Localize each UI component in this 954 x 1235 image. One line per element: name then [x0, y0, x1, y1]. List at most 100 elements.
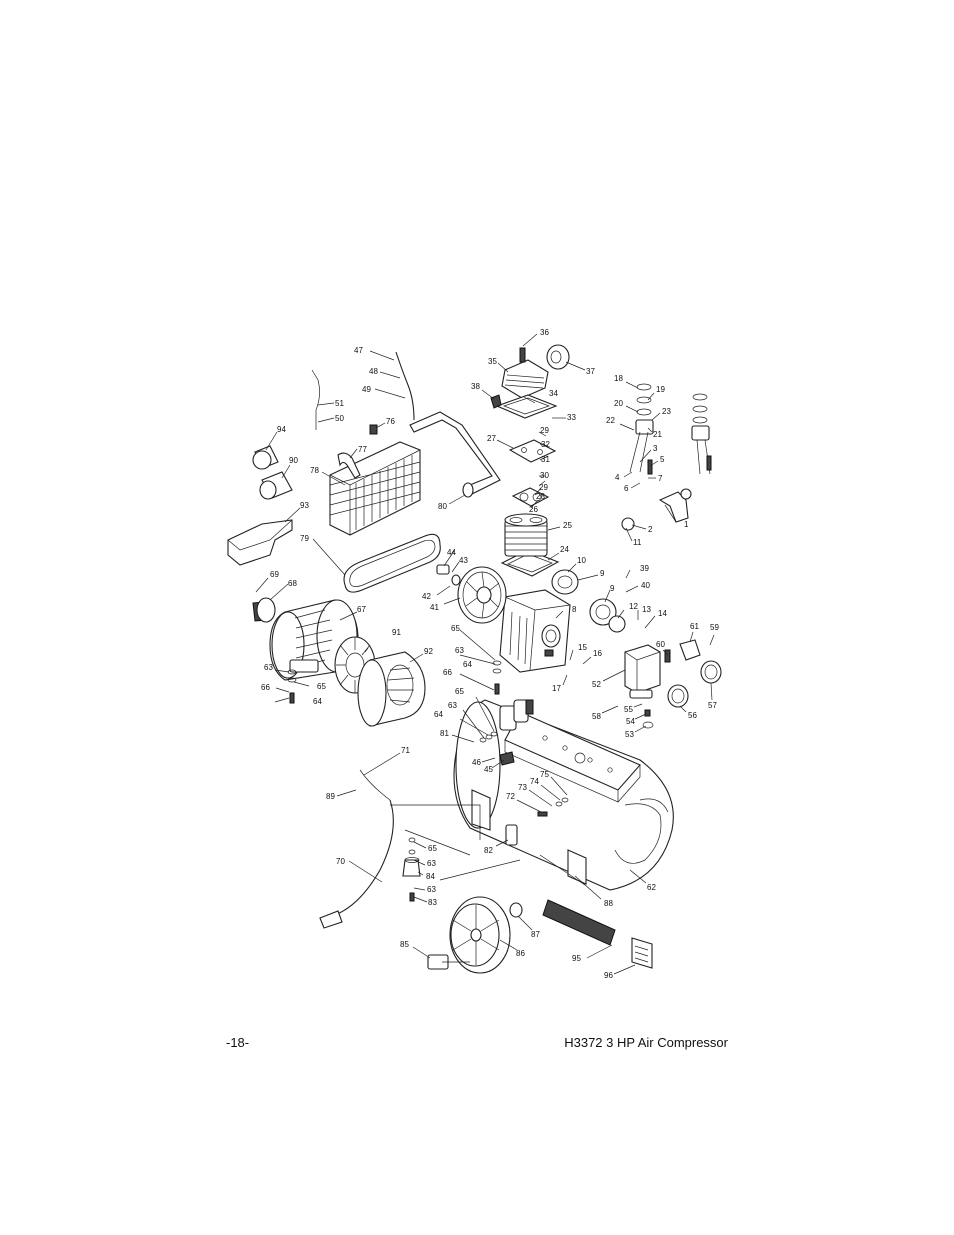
callout-3: 3 — [653, 444, 658, 453]
callout-85: 85 — [400, 940, 409, 949]
callout-5: 5 — [660, 455, 665, 464]
callout-40: 40 — [641, 581, 650, 590]
callout-68: 68 — [288, 579, 297, 588]
callout-65-motor: 65 — [317, 682, 326, 691]
callout-78: 78 — [310, 466, 319, 475]
callout-4: 4 — [615, 473, 620, 482]
callout-82: 82 — [484, 846, 493, 855]
callout-90: 90 — [289, 456, 298, 465]
callout-19: 19 — [656, 385, 665, 394]
callout-93: 93 — [300, 501, 309, 510]
callout-64-motor: 64 — [313, 697, 322, 706]
callout-72: 72 — [506, 792, 515, 801]
callout-75: 75 — [540, 770, 549, 779]
callout-38: 38 — [471, 382, 480, 391]
callout-22: 22 — [606, 416, 615, 425]
callout-30: 30 — [540, 471, 549, 480]
callout-71: 71 — [401, 746, 410, 755]
callout-44: 44 — [447, 548, 456, 557]
callout-7: 7 — [658, 474, 663, 483]
callout-81: 81 — [440, 729, 449, 738]
callout-87: 87 — [531, 930, 540, 939]
callout-66-pump: 66 — [443, 668, 452, 677]
callout-32: 32 — [541, 440, 550, 449]
callout-89: 89 — [326, 792, 335, 801]
callout-66-motor: 66 — [261, 683, 270, 692]
callout-65-foot: 65 — [428, 844, 437, 853]
callout-8: 8 — [572, 605, 577, 614]
callout-18: 18 — [614, 374, 623, 383]
callout-2: 2 — [648, 525, 653, 534]
callout-48: 48 — [369, 367, 378, 376]
callout-76: 76 — [386, 417, 395, 426]
callout-92: 92 — [424, 647, 433, 656]
assembly-lines — [390, 804, 586, 886]
power-cord — [319, 769, 394, 929]
callout-17: 17 — [552, 684, 561, 693]
callout-60: 60 — [656, 640, 665, 649]
callout-57: 57 — [708, 701, 717, 710]
callout-63-motor: 63 — [264, 663, 273, 672]
pressure-switch — [624, 644, 661, 699]
callout-53: 53 — [625, 730, 634, 739]
callout-67: 67 — [357, 605, 366, 614]
callout-65-tank: 65 — [455, 687, 464, 696]
callout-63-pump: 63 — [455, 646, 464, 655]
callout-47: 47 — [354, 346, 363, 355]
callout-77: 77 — [358, 445, 367, 454]
callout-70: 70 — [336, 857, 345, 866]
callout-leaders — [255, 333, 715, 975]
callout-94: 94 — [277, 425, 286, 434]
callout-59: 59 — [710, 623, 719, 632]
callout-42: 42 — [422, 592, 431, 601]
check-valve — [499, 751, 518, 846]
callout-21: 21 — [653, 430, 662, 439]
callout-55: 55 — [624, 705, 633, 714]
callout-12: 12 — [629, 602, 638, 611]
handle — [409, 411, 501, 498]
callout-29-lower: 29 — [539, 483, 548, 492]
capacitors — [252, 445, 293, 500]
callout-24: 24 — [560, 545, 569, 554]
callout-58: 58 — [592, 712, 601, 721]
callout-65-pump: 65 — [451, 624, 460, 633]
cylinder-head — [490, 344, 570, 463]
callout-26: 26 — [529, 505, 538, 514]
callout-13: 13 — [642, 605, 651, 614]
callout-95: 95 — [572, 954, 581, 963]
part-illustrations — [227, 344, 722, 974]
callout-50: 50 — [335, 414, 344, 423]
rubber-foot — [402, 857, 421, 902]
document-title: H3372 3 HP Air Compressor — [564, 1035, 728, 1050]
callout-14: 14 — [658, 609, 667, 618]
callout-33: 33 — [567, 413, 576, 422]
callout-10: 10 — [577, 556, 586, 565]
callout-29-upper: 29 — [540, 426, 549, 435]
callout-86: 86 — [516, 949, 525, 958]
callout-25: 25 — [563, 521, 572, 530]
callout-16: 16 — [593, 649, 602, 658]
callout-61: 61 — [690, 622, 699, 631]
callout-49: 49 — [362, 385, 371, 394]
side-covers — [551, 569, 626, 633]
decals — [542, 899, 653, 969]
callout-6: 6 — [624, 484, 629, 493]
callout-36: 36 — [540, 328, 549, 337]
tubing — [311, 351, 415, 479]
cylinder-assembly — [500, 487, 560, 577]
wheel — [427, 896, 523, 974]
callout-15: 15 — [578, 643, 587, 652]
callout-88: 88 — [604, 899, 613, 908]
callout-41: 41 — [430, 603, 439, 612]
callout-54: 54 — [626, 717, 635, 726]
callout-63-foot-lower: 63 — [427, 885, 436, 894]
callout-73: 73 — [518, 783, 527, 792]
callout-9-lower: 9 — [610, 584, 615, 593]
gauges — [664, 639, 722, 708]
callout-91: 91 — [392, 628, 401, 637]
callout-28: 28 — [536, 492, 545, 501]
piston-rod-assembly — [621, 383, 712, 531]
callout-51: 51 — [335, 399, 344, 408]
fan-cover — [357, 651, 426, 727]
